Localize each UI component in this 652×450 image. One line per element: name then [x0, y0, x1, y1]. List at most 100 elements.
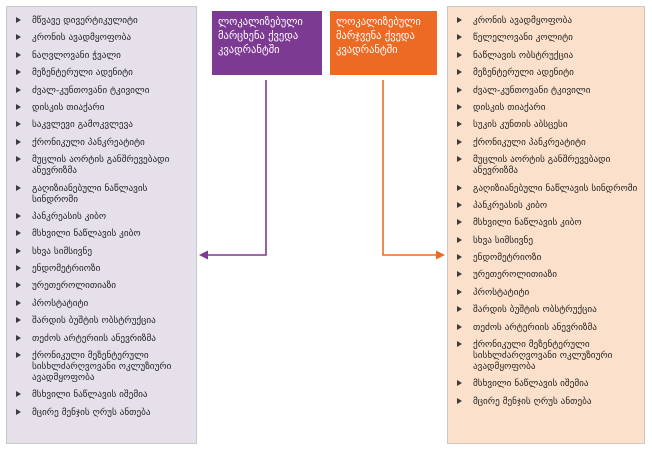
left-list-item-label: კრონის ავადმყოფობა	[32, 32, 132, 44]
right-list-item-label: სუკის კუნთის აბსცესი	[473, 119, 568, 131]
triangle-bullet-icon	[16, 69, 21, 76]
right-connector-arrow	[382, 80, 445, 260]
left-list-item-label: თეძოს არტერიის ანევრიზმა	[32, 332, 156, 344]
right-list-item: სხვა სიმსივნე	[457, 235, 640, 246]
triangle-bullet-icon	[16, 230, 21, 237]
triangle-bullet-icon	[16, 317, 21, 324]
left-list-item-label: გაღიზიანებული ნაწლავის სინდრომი	[32, 182, 148, 205]
right-list-item: სუკის კუნთის აბსცესი	[457, 119, 640, 130]
triangle-bullet-icon	[16, 408, 21, 415]
triangle-bullet-icon	[16, 391, 21, 398]
right-list-item: მსხვილი ნაწლავის კიბო	[457, 217, 640, 228]
right-list-item: მცირე მენჯის ღრუს ანთება	[457, 396, 640, 407]
right-list-item-label: ძვალ-კუნთოვანი ტკივილი	[473, 84, 591, 96]
triangle-bullet-icon	[457, 103, 462, 110]
triangle-bullet-icon	[16, 184, 21, 191]
right-list-item: მეზენტერული ადენიტი	[457, 67, 640, 78]
left-list-item-label: მუცლის აორტის განშრევებადი ანევრიზმა	[32, 154, 170, 177]
left-list-item: ძვალ-კუნთოვანი ტკივილი	[16, 85, 192, 96]
right-list-item-label: სხვა სიმსივნე	[473, 234, 533, 246]
left-list-item: მეზენტერული ადენიტი	[16, 67, 192, 78]
right-list-item-label: შარდის ბუშტის ობსტრუქცია	[473, 304, 597, 316]
triangle-bullet-icon	[457, 184, 462, 191]
triangle-bullet-icon	[457, 138, 462, 145]
right-list-item-label: ურეთეროლითიაზი	[473, 269, 558, 281]
left-list-item-label: საკვლევი გამოკვლევა	[32, 119, 133, 131]
triangle-bullet-icon	[16, 138, 21, 145]
left-list-item: ნაღვლოვანი ჭვალი	[16, 50, 192, 61]
left-list-item-label: დისკის თიაქარი	[32, 101, 105, 113]
left-header-title: ლოკალიზებული მარცხენა ქვედა კვადრანტში	[218, 16, 303, 56]
left-list-item: ენდომეტრიოზი	[16, 263, 192, 274]
right-list-item: პანკრეასის კიბო	[457, 200, 640, 211]
right-list-item: ენდომეტრიოზი	[457, 252, 640, 263]
triangle-bullet-icon	[16, 265, 21, 272]
right-list-item-label: გაღიზიანებული ნაწლავის სინდრომი	[473, 182, 638, 194]
right-list-item-label: ქრონიკული მეზენტერული სისხლძარღვოვანი ოკ…	[473, 339, 613, 373]
left-list-item-label: ენდომეტრიოზი	[32, 263, 101, 275]
right-list-item-label: მეზენტერული ადენიტი	[473, 67, 574, 79]
right-list-item: ძვალ-კუნთოვანი ტკივილი	[457, 85, 640, 96]
right-list-item-label: დისკის თიაქარი	[473, 101, 546, 113]
right-list-item-label: მსხვილი ნაწლავის კიბო	[473, 217, 582, 229]
right-list-item-label: პროსტატიტი	[473, 286, 530, 298]
left-list-item-label: პროსტატიტი	[32, 297, 89, 309]
triangle-bullet-icon	[457, 306, 462, 313]
right-list-item-label: ქრონიკული პანკრეატიტი	[473, 136, 586, 148]
triangle-bullet-icon	[16, 86, 21, 93]
left-connector-arrow	[199, 80, 267, 260]
right-list-item: კრონის ავადმყოფობა	[457, 15, 640, 26]
right-list-item: ქრონიკული მეზენტერული სისხლძარღვოვანი ოკ…	[457, 339, 640, 372]
left-list-item-label: მეზენტერული ადენიტი	[32, 67, 133, 79]
left-quadrant-panel: მწვავე დივერტიკულიტი კრონის ავადმყოფობა ნა…	[6, 6, 197, 444]
right-list-item: ნაწლავის ობსტრუქცია	[457, 50, 640, 61]
left-connector-line	[208, 80, 267, 256]
right-list-item: დისკის თიაქარი	[457, 102, 640, 113]
triangle-bullet-icon	[16, 51, 21, 58]
right-list-item-label: კრონის ავადმყოფობა	[473, 15, 573, 26]
right-list-item: მსხვილი ნაწლავის იშემია	[457, 378, 640, 389]
triangle-bullet-icon	[457, 341, 462, 348]
triangle-bullet-icon	[16, 34, 21, 41]
right-quadrant-panel: კრონის ავადმყოფობა წელელოვანი კოლიტი ნაწლა…	[447, 6, 645, 444]
right-list-item-label: მსხვილი ნაწლავის იშემია	[473, 378, 589, 390]
triangle-bullet-icon	[457, 51, 462, 58]
right-connector-line	[382, 80, 436, 256]
triangle-bullet-icon	[16, 156, 21, 163]
left-list-item-label: ქრონიკული პანკრეატიტი	[32, 136, 145, 148]
left-list-item-label: ქრონიკული მეზენტერული სისხლძარღვოვანი ოკ…	[32, 350, 172, 384]
triangle-bullet-icon	[16, 352, 21, 359]
right-list-item-label: წელელოვანი კოლიტი	[473, 32, 573, 44]
triangle-bullet-icon	[457, 34, 462, 41]
left-list-item-label: ურეთეროლითიაზი	[32, 280, 117, 292]
triangle-bullet-icon	[457, 236, 462, 243]
left-list-item: პანკრეასის კიბო	[16, 211, 192, 222]
right-list-item-label: ნაწლავის ობსტრუქცია	[473, 49, 574, 61]
triangle-bullet-icon	[457, 271, 462, 278]
right-arrowhead	[436, 250, 445, 260]
left-list-item: მუცლის აორტის განშრევებადი ანევრიზმა	[16, 154, 192, 176]
left-list-item: საკვლევი გამოკვლევა	[16, 119, 192, 130]
left-list-item-label: მსხვილი ნაწლავის იშემია	[32, 389, 148, 401]
left-list-item-label: მცირე მენჯის ღრუს ანთება	[32, 406, 151, 418]
left-list-item: დისკის თიაქარი	[16, 102, 192, 113]
left-condition-list: მწვავე დივერტიკულიტი კრონის ავადმყოფობა ნა…	[7, 7, 196, 418]
triangle-bullet-icon	[16, 282, 21, 289]
right-list-item-label: მცირე მენჯის ღრუს ანთება	[473, 395, 592, 407]
left-list-item-label: შარდის ბუშტის ობსტრუქცია	[32, 315, 156, 327]
right-list-item-label: პანკრეასის კიბო	[473, 199, 548, 211]
triangle-bullet-icon	[457, 288, 462, 295]
left-list-item-label: მსხვილი ნაწლავის კიბო	[32, 228, 141, 240]
right-condition-list: კრონის ავადმყოფობა წელელოვანი კოლიტი ნაწლა…	[448, 7, 644, 407]
left-list-item: მწვავე დივერტიკულიტი	[16, 15, 192, 26]
left-list-item: სხვა სიმსივნე	[16, 246, 192, 257]
right-list-item: ქრონიკული პანკრეატიტი	[457, 137, 640, 148]
left-arrowhead	[199, 250, 208, 260]
right-list-item: მუცლის აორტის განშრევებადი ანევრიზმა	[457, 154, 640, 176]
left-list-item: ურეთეროლითიაზი	[16, 280, 192, 291]
triangle-bullet-icon	[16, 103, 21, 110]
left-lower-quadrant-header: ლოკალიზებული მარცხენა ქვედა კვადრანტში	[212, 11, 322, 75]
triangle-bullet-icon	[457, 17, 462, 23]
right-list-item: თეძოს არტერიის ანევრიზმა	[457, 322, 640, 333]
